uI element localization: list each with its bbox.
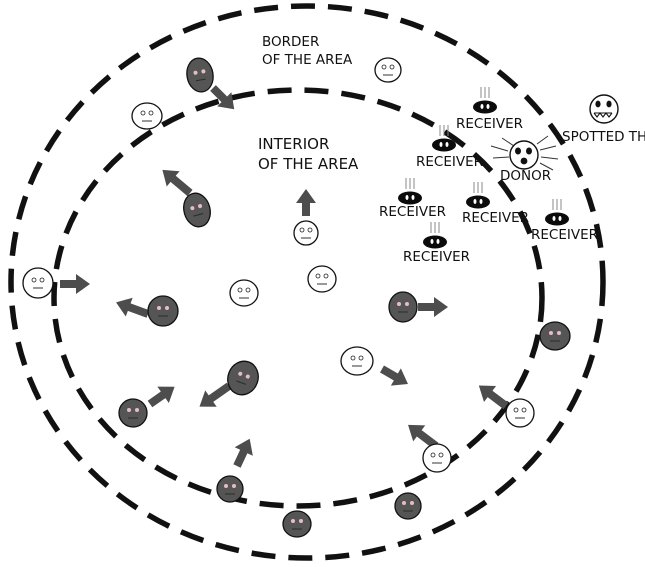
dark-face-icon [216, 475, 244, 503]
dark-face-icon [539, 321, 571, 351]
donor-label: DONOR [500, 168, 551, 184]
dark-face-icon [227, 360, 259, 396]
movement-arrows [60, 85, 509, 468]
receiver: RECEIVER [403, 222, 470, 265]
spotted-threat: SPOTTED THREAT [562, 94, 645, 145]
inner-border-ring [51, 87, 545, 509]
receiver-blob-icon [545, 199, 569, 226]
dark-face-icon [118, 398, 148, 428]
receiver-blob-icon [423, 222, 447, 249]
interior-label-line2: OF THE AREA [258, 155, 359, 173]
receiver-label: RECEIVER [416, 154, 483, 170]
threat-face-icon [589, 94, 619, 124]
receiver-label: RECEIVER [379, 204, 446, 220]
movement-arrow-icon [478, 385, 509, 410]
receiver: RECEIVER [531, 199, 598, 243]
neutral-face-icon [422, 443, 452, 473]
receiver-label: RECEIVER [456, 116, 523, 132]
neutral-face-icon [374, 57, 402, 83]
movement-arrow-icon [233, 438, 253, 468]
receiver-blob-icon [473, 87, 497, 114]
movement-arrow-icon [199, 382, 232, 407]
movement-arrow-icon [210, 85, 235, 110]
neutral-face-icon [131, 102, 163, 130]
receiver-blob-icon [432, 125, 456, 152]
neutral-face-icon [22, 267, 54, 299]
receiver: RECEIVER [462, 182, 529, 226]
movement-arrow-icon [147, 386, 175, 408]
interior-label-line1: INTERIOR [258, 135, 329, 153]
receiver: RECEIVER [456, 87, 523, 132]
movement-arrow-icon [296, 189, 316, 216]
individuals [22, 57, 571, 538]
dark-face-icon [282, 510, 312, 538]
receiver-label: RECEIVER [403, 249, 470, 265]
area-rings [8, 3, 606, 561]
neutral-face-icon [229, 279, 259, 307]
receiver-blob-icon [398, 178, 422, 205]
dark-face-icon [394, 492, 422, 520]
movement-arrow-icon [380, 365, 408, 386]
donor: DONOR [490, 135, 559, 184]
movement-arrow-icon [408, 424, 439, 450]
movement-arrow-icon [418, 297, 448, 317]
dark-face-icon [388, 291, 418, 323]
neutral-face-icon [293, 220, 319, 246]
border-label-line2: OF THE AREA [262, 52, 353, 68]
outer-border-ring [8, 3, 606, 561]
dark-face-icon [183, 192, 211, 228]
threat-label: SPOTTED THREAT [562, 129, 645, 145]
donor-alarm-face-icon [490, 135, 559, 171]
neutral-face-icon [505, 398, 535, 428]
receiver-label: RECEIVER [531, 227, 598, 243]
neutral-face-icon [340, 346, 374, 376]
receiver-blob-icon [466, 182, 490, 209]
receiver: RECEIVER [416, 125, 483, 170]
receiver: RECEIVER [379, 178, 446, 220]
movement-arrow-icon [60, 274, 90, 294]
dark-face-icon [186, 57, 214, 93]
neutral-face-icon [307, 265, 337, 293]
border-label-line1: BORDER [262, 34, 319, 50]
movement-arrow-icon [116, 297, 150, 318]
movement-arrow-icon [162, 169, 193, 197]
receiver-label: RECEIVER [462, 210, 529, 226]
dark-face-icon [147, 295, 179, 327]
